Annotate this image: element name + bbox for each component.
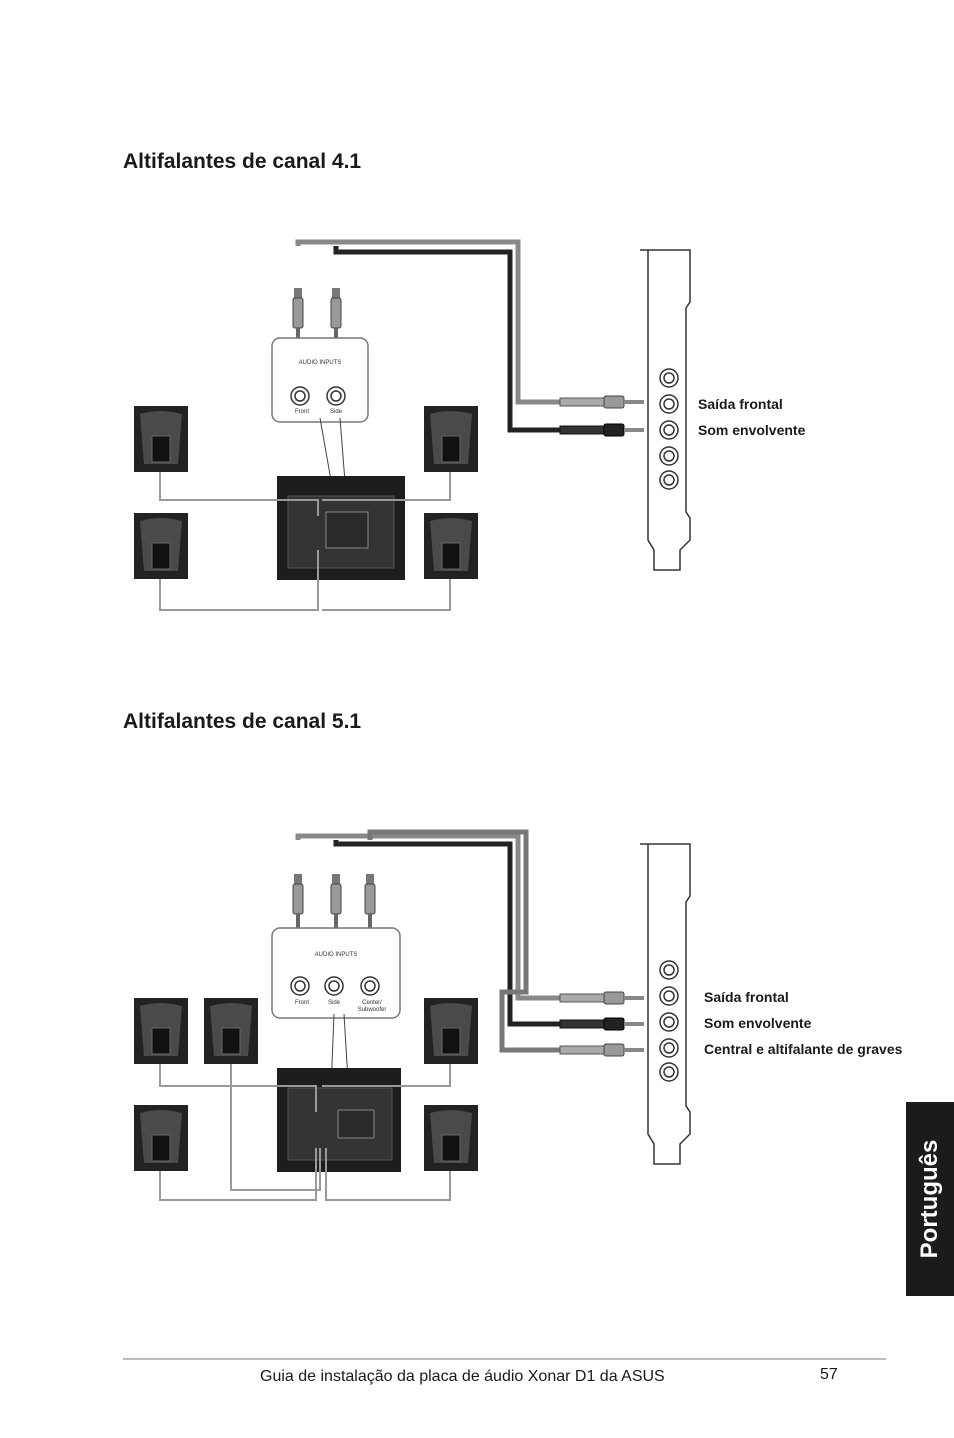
jack-label-front: Front	[295, 409, 309, 415]
card-label-surround-5-1: Som envolvente	[704, 1015, 812, 1031]
speaker-front-left-5-1	[133, 997, 189, 1065]
speaker-front-left	[133, 405, 189, 473]
jack-label-side: Side	[330, 409, 343, 415]
inputs-heading-5-1: AUDIO INPUTS	[315, 952, 358, 958]
jack-label-center-5-1: Center/	[362, 1000, 382, 1006]
speaker-front-right	[423, 405, 479, 473]
section-title-4-1: Altifalantes de canal 4.1	[123, 150, 362, 173]
card-label-surround: Som envolvente	[698, 422, 806, 438]
inputs-heading: AUDIO INPUTS	[299, 360, 342, 366]
diagram-5-1: AUDIO INPUTS Front Side Center/ Subwoofe…	[133, 829, 691, 1201]
section-title-5-1: Altifalantes de canal 5.1	[123, 710, 362, 733]
footer-text: Guia de instalação da placa de áudio Xon…	[260, 1368, 665, 1385]
speaker-rear-right-5-1	[423, 1104, 479, 1172]
jack-label-front-5-1: Front	[295, 1000, 309, 1006]
language-tab-label: Português	[916, 1139, 943, 1259]
svg-text:Subwoofer: Subwoofer	[358, 1007, 387, 1013]
speaker-rear-left-5-1	[133, 1104, 189, 1172]
page-number: 57	[820, 1366, 838, 1383]
card-label-front-out-5-1: Saída frontal	[704, 989, 789, 1005]
footer-divider	[123, 1358, 886, 1360]
speaker-center-5-1	[203, 997, 259, 1065]
language-tab: Português	[906, 1102, 954, 1296]
card-label-front-out: Saída frontal	[698, 396, 783, 412]
card-label-center-sub-5-1: Central e altifalante de graves	[704, 1041, 903, 1057]
speaker-rear-right	[423, 512, 479, 580]
speaker-rear-left	[133, 512, 189, 580]
jack-label-side-5-1: Side	[328, 1000, 341, 1006]
speaker-front-right-5-1	[423, 997, 479, 1065]
diagram-4-1: AUDIO INPUTS Front Side	[133, 239, 691, 611]
